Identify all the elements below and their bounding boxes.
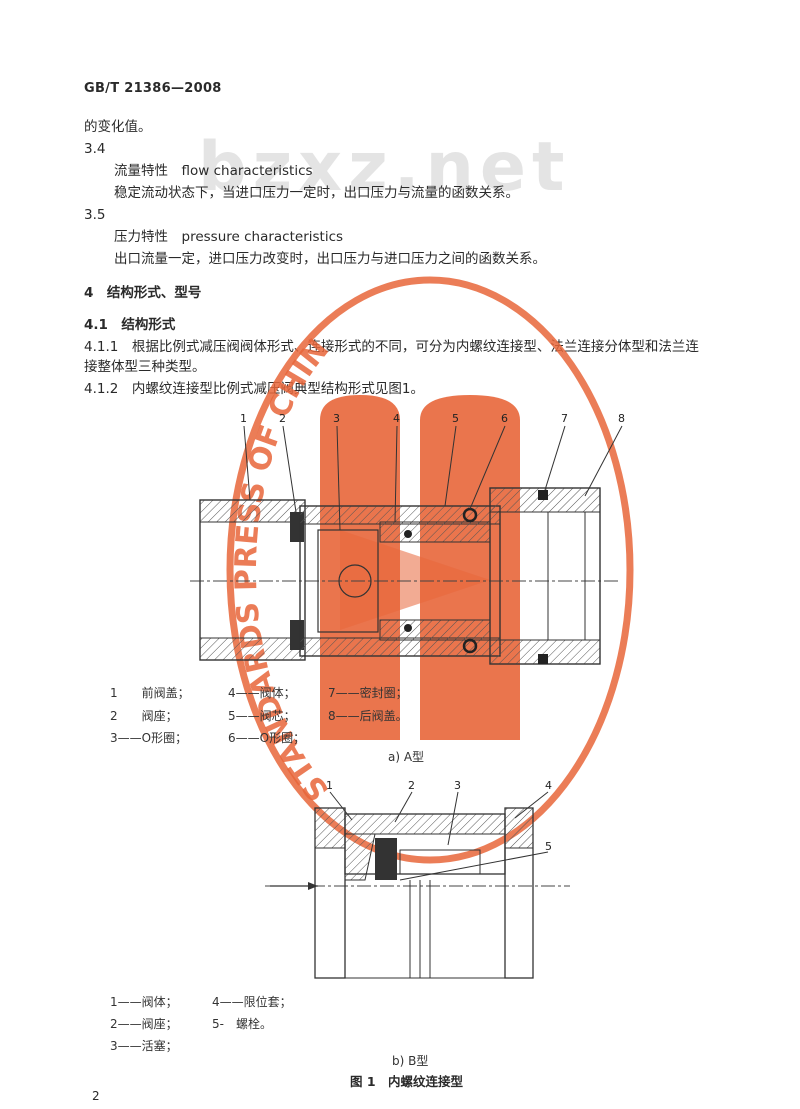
- figure-title: 图 1 内螺纹连接型: [350, 1074, 464, 1089]
- figure-b-caption: b) B型: [392, 1054, 429, 1068]
- valve-core: [379, 521, 491, 543]
- section-3-5-definition: 出口流量一定，进口压力改变时，出口压力与进口压力之间的函数关系。: [114, 251, 546, 267]
- section-3-4-term: 流量特性 flow characteristics: [114, 163, 313, 179]
- callout-b-3: 3: [454, 779, 461, 792]
- section-3-4-number: 3.4: [84, 141, 106, 157]
- section-3-5-number: 3.5: [84, 207, 106, 223]
- figure-a-valve-drawing: 1 2 3 4 5 6 7 8: [190, 412, 625, 665]
- watermark-site: bzxz.net: [198, 128, 571, 207]
- standard-number: GB/T 21386—2008: [84, 81, 222, 96]
- valve-seat: [317, 529, 379, 633]
- legend-a-item-2: 2 阀座；: [110, 709, 178, 723]
- callout-b-1: 1: [326, 779, 333, 792]
- valve-seat-b: [344, 833, 376, 881]
- callout-a-4: 4: [393, 412, 400, 425]
- section-4-heading: 4 结构形式、型号: [84, 285, 202, 301]
- callout-a-1: 1: [240, 412, 247, 425]
- legend-a-item-8: 8——后阀盖。: [328, 709, 408, 723]
- callout-a-2: 2: [279, 412, 286, 425]
- page-number: 2: [92, 1089, 100, 1103]
- figure-a-caption: a) A型: [388, 750, 425, 764]
- legend-a-item-7: 7——密封圈；: [328, 686, 408, 700]
- section-4-1-1-line2: 接整体型三种类型。: [84, 359, 206, 375]
- legend-a-item-3: 3——O形圈；: [110, 731, 188, 745]
- section-4-1-heading: 4.1 结构形式: [84, 317, 176, 333]
- legend-b-item-4: 4——限位套；: [212, 995, 292, 1009]
- legend-a-item-4: 4——阀体；: [228, 686, 296, 700]
- section-4-1-2: 4.1.2 内螺纹连接型比例式减压阀典型结构形式见图1。: [84, 381, 424, 397]
- publisher-stamp: STANDARDS PRESS OF CHINA: [0, 0, 634, 864]
- continued-text: 的变化值。: [84, 119, 152, 135]
- piston: [375, 838, 397, 880]
- figure-b-valve-drawing: 1 2 3 4 5: [265, 779, 570, 979]
- section-3-4-definition: 稳定流动状态下，当进口压力一定时，出口压力与流量的函数关系。: [114, 185, 519, 201]
- callout-a-6: 6: [501, 412, 508, 425]
- legend-b-item-3: 3——活塞；: [110, 1039, 178, 1053]
- legend-a-item-1: 1 前阀盖；: [110, 686, 190, 700]
- callout-a-8: 8: [618, 412, 625, 425]
- callout-a-5: 5: [452, 412, 459, 425]
- legend-b-item-2: 2——阀座；: [110, 1017, 178, 1031]
- callout-b-4: 4: [545, 779, 552, 792]
- callout-b-2: 2: [408, 779, 415, 792]
- callout-a-3: 3: [333, 412, 340, 425]
- legend-b-item-1: 1——阀体；: [110, 995, 178, 1009]
- callout-b-5: 5: [545, 840, 552, 853]
- stamp-ring: [226, 276, 634, 864]
- section-4-1-1-line1: 4.1.1 根据比例式减压阀阀体形式、连接形式的不同，可分为内螺纹连接型、法兰连…: [84, 339, 699, 355]
- callout-a-7: 7: [561, 412, 568, 425]
- callout-leaders-b: [329, 791, 549, 881]
- callout-leaders-a: [243, 425, 623, 531]
- legend-b-item-5: 5- 螺栓。: [212, 1017, 272, 1031]
- legend-a-item-5: 5——阀芯；: [228, 709, 296, 723]
- legend-a-item-6: 6——O形圈；: [228, 731, 306, 745]
- section-3-5-term: 压力特性 pressure characteristics: [114, 229, 344, 245]
